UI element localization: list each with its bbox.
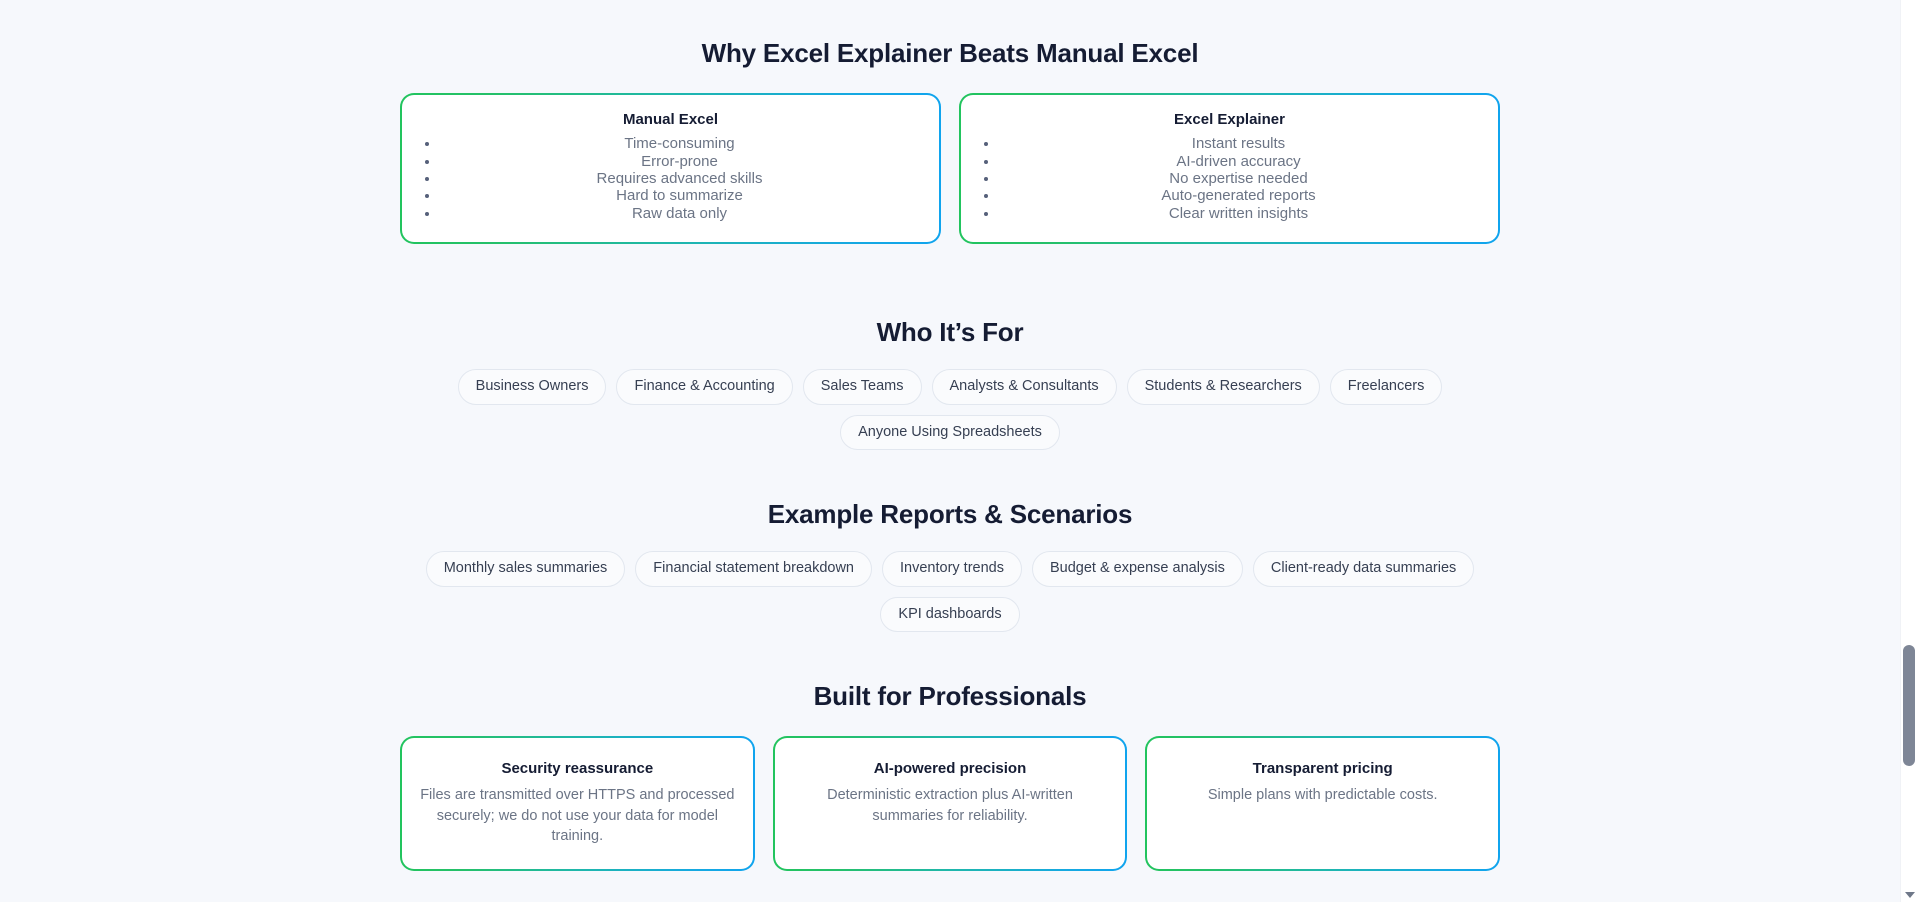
reports-title: Example Reports & Scenarios [767,499,1133,530]
professionals-card-heading: Transparent pricing [1252,760,1393,778]
professionals-title: Built for Professionals [813,681,1087,712]
reports-chip-group: Monthly sales summaries Financial statem… [400,551,1500,633]
comparison-card-manual-excel: Manual Excel Time-consuming Error-prone … [400,93,941,244]
reports-chip[interactable]: Budget & expense analysis [1031,551,1243,587]
vertical-scrollbar[interactable] [1900,0,1917,902]
comparison-card-row: Manual Excel Time-consuming Error-prone … [400,93,1500,244]
audience-chip[interactable]: Students & Researchers [1126,369,1320,405]
reports-chip[interactable]: Client-ready data summaries [1252,551,1475,587]
audience-chip[interactable]: Finance & Accounting [616,369,793,405]
comparison-title: Why Excel Explainer Beats Manual Excel [701,38,1199,68]
list-item: No expertise needed [999,170,1478,187]
audience-chip[interactable]: Analysts & Consultants [931,369,1117,405]
professionals-card-row: Security reassurance Files are transmitt… [400,736,1500,871]
audience-chip[interactable]: Freelancers [1329,369,1443,405]
section-audience: Who It’s For Business Owners Finance & A… [400,317,1500,451]
audience-chip[interactable]: Anyone Using Spreadsheets [840,414,1060,451]
section-comparison: Why Excel Explainer Beats Manual Excel M… [400,38,1500,244]
audience-chip[interactable]: Business Owners [457,369,607,405]
comparison-list-excel-explainer: Instant results AI-driven accuracy No ex… [981,135,1478,222]
professionals-card-heading: Security reassurance [501,760,654,778]
comparison-card-excel-explainer: Excel Explainer Instant results AI-drive… [959,93,1500,244]
content-container: Why Excel Explainer Beats Manual Excel M… [400,0,1500,871]
reports-chip[interactable]: Inventory trends [882,551,1022,587]
list-item: Time-consuming [440,135,919,152]
reports-chip[interactable]: Monthly sales summaries [425,551,626,587]
list-item: Error-prone [440,153,919,170]
audience-chip-group: Business Owners Finance & Accounting Sal… [400,369,1500,451]
list-item: Instant results [999,135,1478,152]
reports-chip[interactable]: KPI dashboards [880,596,1020,633]
professionals-card-body: Files are transmitted over HTTPS and pro… [420,787,735,845]
list-item: Hard to summarize [440,187,919,204]
list-item: Auto-generated reports [999,187,1478,204]
professionals-card-body: Simple plans with predictable costs. [1207,787,1438,804]
audience-chip[interactable]: Sales Teams [802,369,922,405]
professionals-card-precision: AI-powered precision Deterministic extra… [773,736,1128,871]
professionals-card-pricing: Transparent pricing Simple plans with pr… [1145,736,1500,871]
section-professionals: Built for Professionals Security reassur… [400,681,1500,871]
professionals-card-heading: AI-powered precision [873,760,1027,778]
scrollbar-thumb[interactable] [1903,645,1915,766]
reports-chip[interactable]: Financial statement breakdown [635,551,872,587]
comparison-card-heading: Manual Excel [622,111,719,129]
professionals-card-body: Deterministic extraction plus AI-written… [827,787,1073,824]
scroll-down-arrow-icon[interactable] [1905,892,1915,898]
list-item: Raw data only [440,205,919,222]
audience-title: Who It’s For [876,317,1024,348]
comparison-list-manual-excel: Time-consuming Error-prone Requires adva… [422,135,919,222]
comparison-card-heading: Excel Explainer [1174,111,1285,129]
list-item: Requires advanced skills [440,170,919,187]
section-reports: Example Reports & Scenarios Monthly sale… [400,499,1500,633]
list-item: Clear written insights [999,205,1478,222]
list-item: AI-driven accuracy [999,153,1478,170]
professionals-card-security: Security reassurance Files are transmitt… [400,736,755,871]
